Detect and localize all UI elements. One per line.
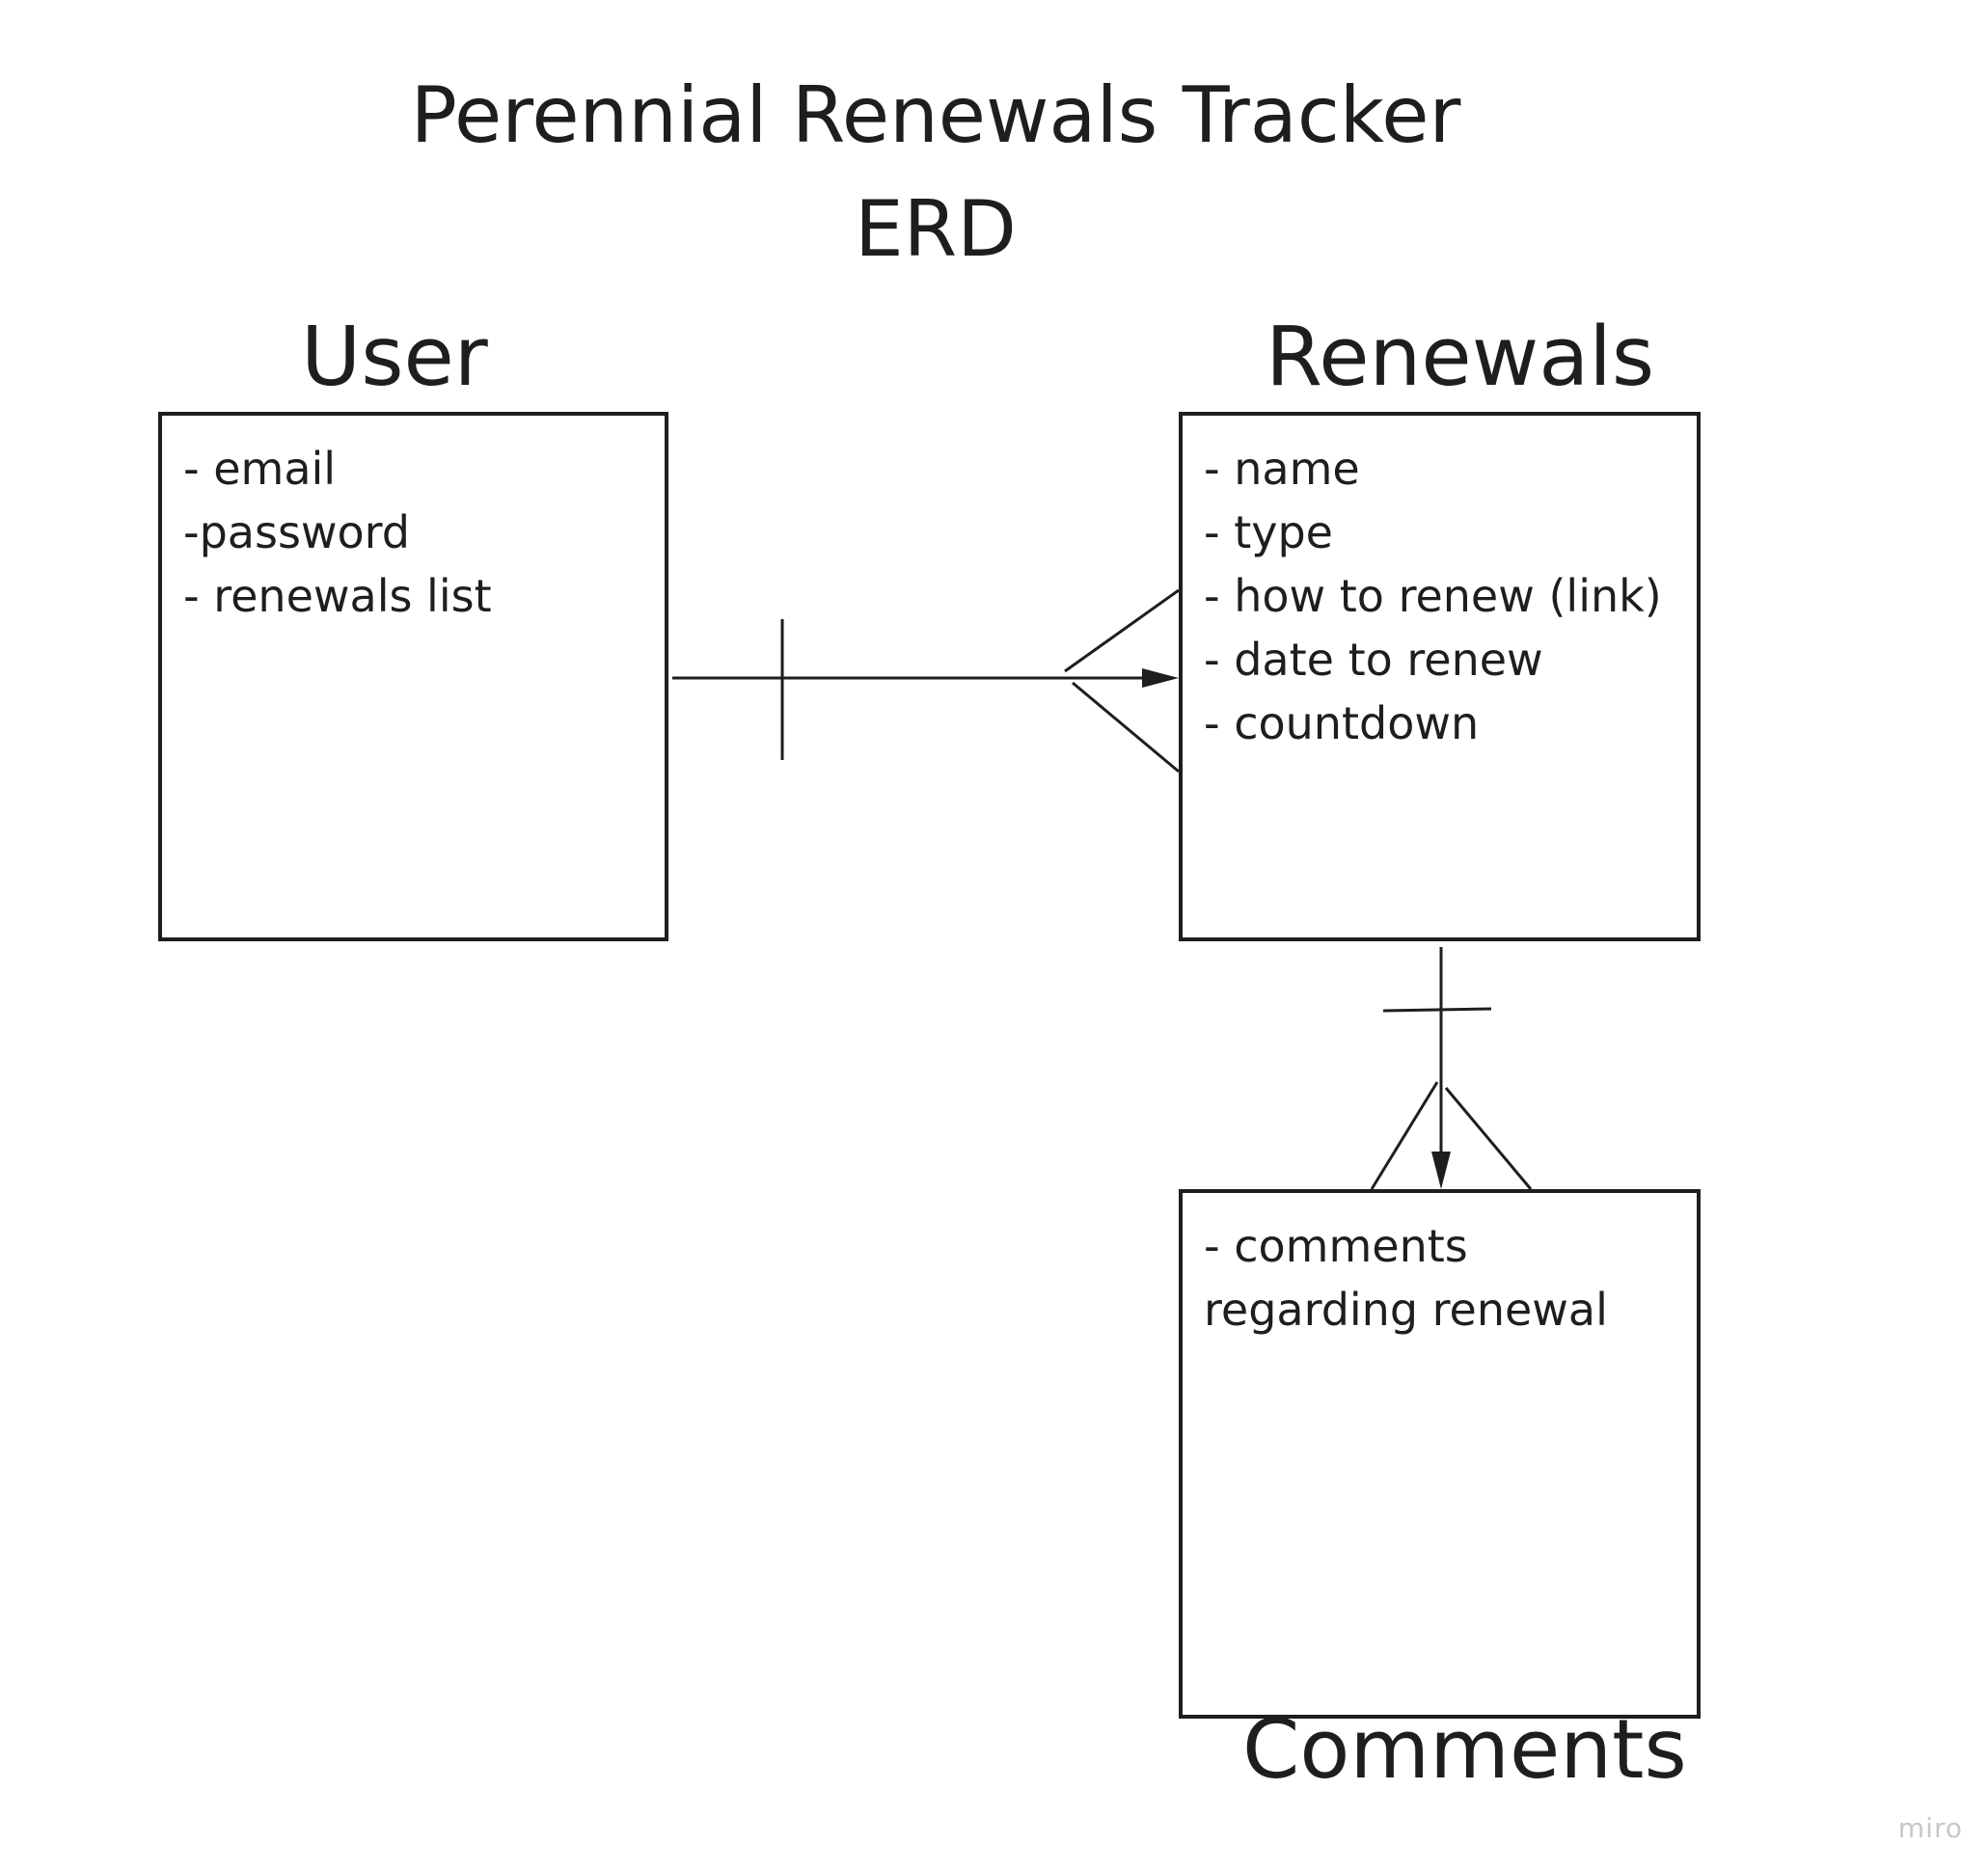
attribute-renewals-countdown: - countdown — [1204, 697, 1480, 749]
crows-foot-lower-renewals — [1072, 681, 1180, 773]
crows-foot-right-comments — [1444, 1087, 1533, 1190]
entity-box-renewals[interactable]: - name - type - how to renew (link) - da… — [1179, 412, 1701, 941]
entity-box-comments[interactable]: - comments regarding renewal — [1179, 1189, 1701, 1719]
attribute-list-user: - email -password - renewals list — [162, 416, 665, 628]
attribute-list-renewals: - name - type - how to renew (link) - da… — [1183, 416, 1697, 755]
cardinality-one-bar-renewals — [1382, 1007, 1492, 1013]
arrowhead-to-renewals — [1142, 668, 1179, 688]
attribute-comments-line-2: regarding renewal — [1204, 1284, 1608, 1336]
entity-label-renewals: Renewals — [1266, 310, 1655, 405]
relationship-renewals-comments[interactable] — [1370, 947, 1533, 1190]
attribute-renewals-name: - name — [1204, 443, 1360, 495]
attribute-renewals-how-to-renew: - how to renew (link) — [1204, 570, 1662, 622]
attribute-comments-line-1: - comments — [1204, 1220, 1468, 1272]
attribute-user-password: -password — [183, 506, 410, 558]
entity-box-user[interactable]: - email -password - renewals list — [158, 412, 668, 941]
crows-foot-upper-renewals — [1064, 588, 1180, 673]
arrowhead-to-comments — [1431, 1152, 1451, 1189]
entity-label-user: User — [301, 310, 488, 405]
diagram-title: Perennial Renewals Tracker — [410, 70, 1461, 160]
attribute-list-comments: - comments regarding renewal — [1183, 1193, 1697, 1342]
diagram-subtitle: ERD — [855, 184, 1017, 274]
attribute-renewals-date-to-renew: - date to renew — [1204, 634, 1543, 686]
crows-foot-left-comments — [1370, 1081, 1439, 1190]
miro-watermark: miro — [1897, 1812, 1963, 1844]
attribute-renewals-type: - type — [1204, 506, 1333, 558]
attribute-user-renewals-list: - renewals list — [183, 570, 492, 622]
entity-label-comments: Comments — [1242, 1702, 1687, 1798]
relationship-user-renewals[interactable] — [672, 588, 1180, 773]
attribute-user-email: - email — [183, 443, 337, 495]
